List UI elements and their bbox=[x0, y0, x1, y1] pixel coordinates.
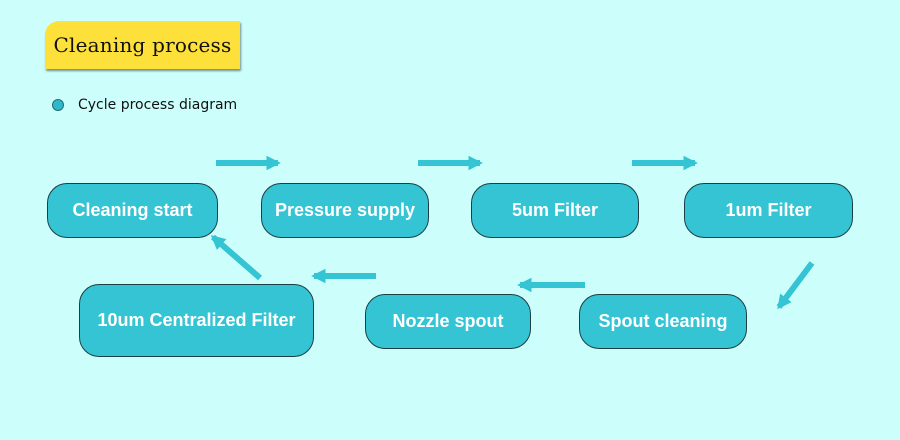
title-badge: Cleaning process bbox=[45, 21, 240, 69]
node-pressure-supply: Pressure supply bbox=[261, 183, 429, 238]
node-1um-filter: 1um Filter bbox=[684, 183, 853, 238]
bullet-icon bbox=[52, 99, 64, 111]
node-10um-centralized-filter: 10um Centralized Filter bbox=[79, 284, 314, 357]
subtitle-text: Cycle process diagram bbox=[78, 97, 238, 113]
node-label: Pressure supply bbox=[274, 200, 416, 220]
node-nozzle-spout: Nozzle spout bbox=[365, 294, 531, 349]
node-label: Cleaning start bbox=[72, 200, 193, 220]
page-title: Cleaning process bbox=[53, 33, 232, 57]
node-label: 5um Filter bbox=[511, 200, 599, 220]
node-spout-cleaning: Spout cleaning bbox=[579, 294, 747, 349]
arrow-10um-centralized-filter-to-cleaning-start bbox=[210, 234, 262, 281]
node-cleaning-start: Cleaning start bbox=[47, 183, 218, 238]
node-label: 10um Centralized Filter bbox=[97, 310, 296, 330]
node-label: Spout cleaning bbox=[598, 311, 728, 331]
node-5um-filter: 5um Filter bbox=[471, 183, 639, 238]
node-label: 1um Filter bbox=[725, 200, 812, 220]
subtitle: Cycle process diagram bbox=[52, 94, 237, 116]
node-label: Nozzle spout bbox=[392, 311, 504, 331]
arrow-1um-filter-to-spout-cleaning bbox=[776, 261, 815, 310]
